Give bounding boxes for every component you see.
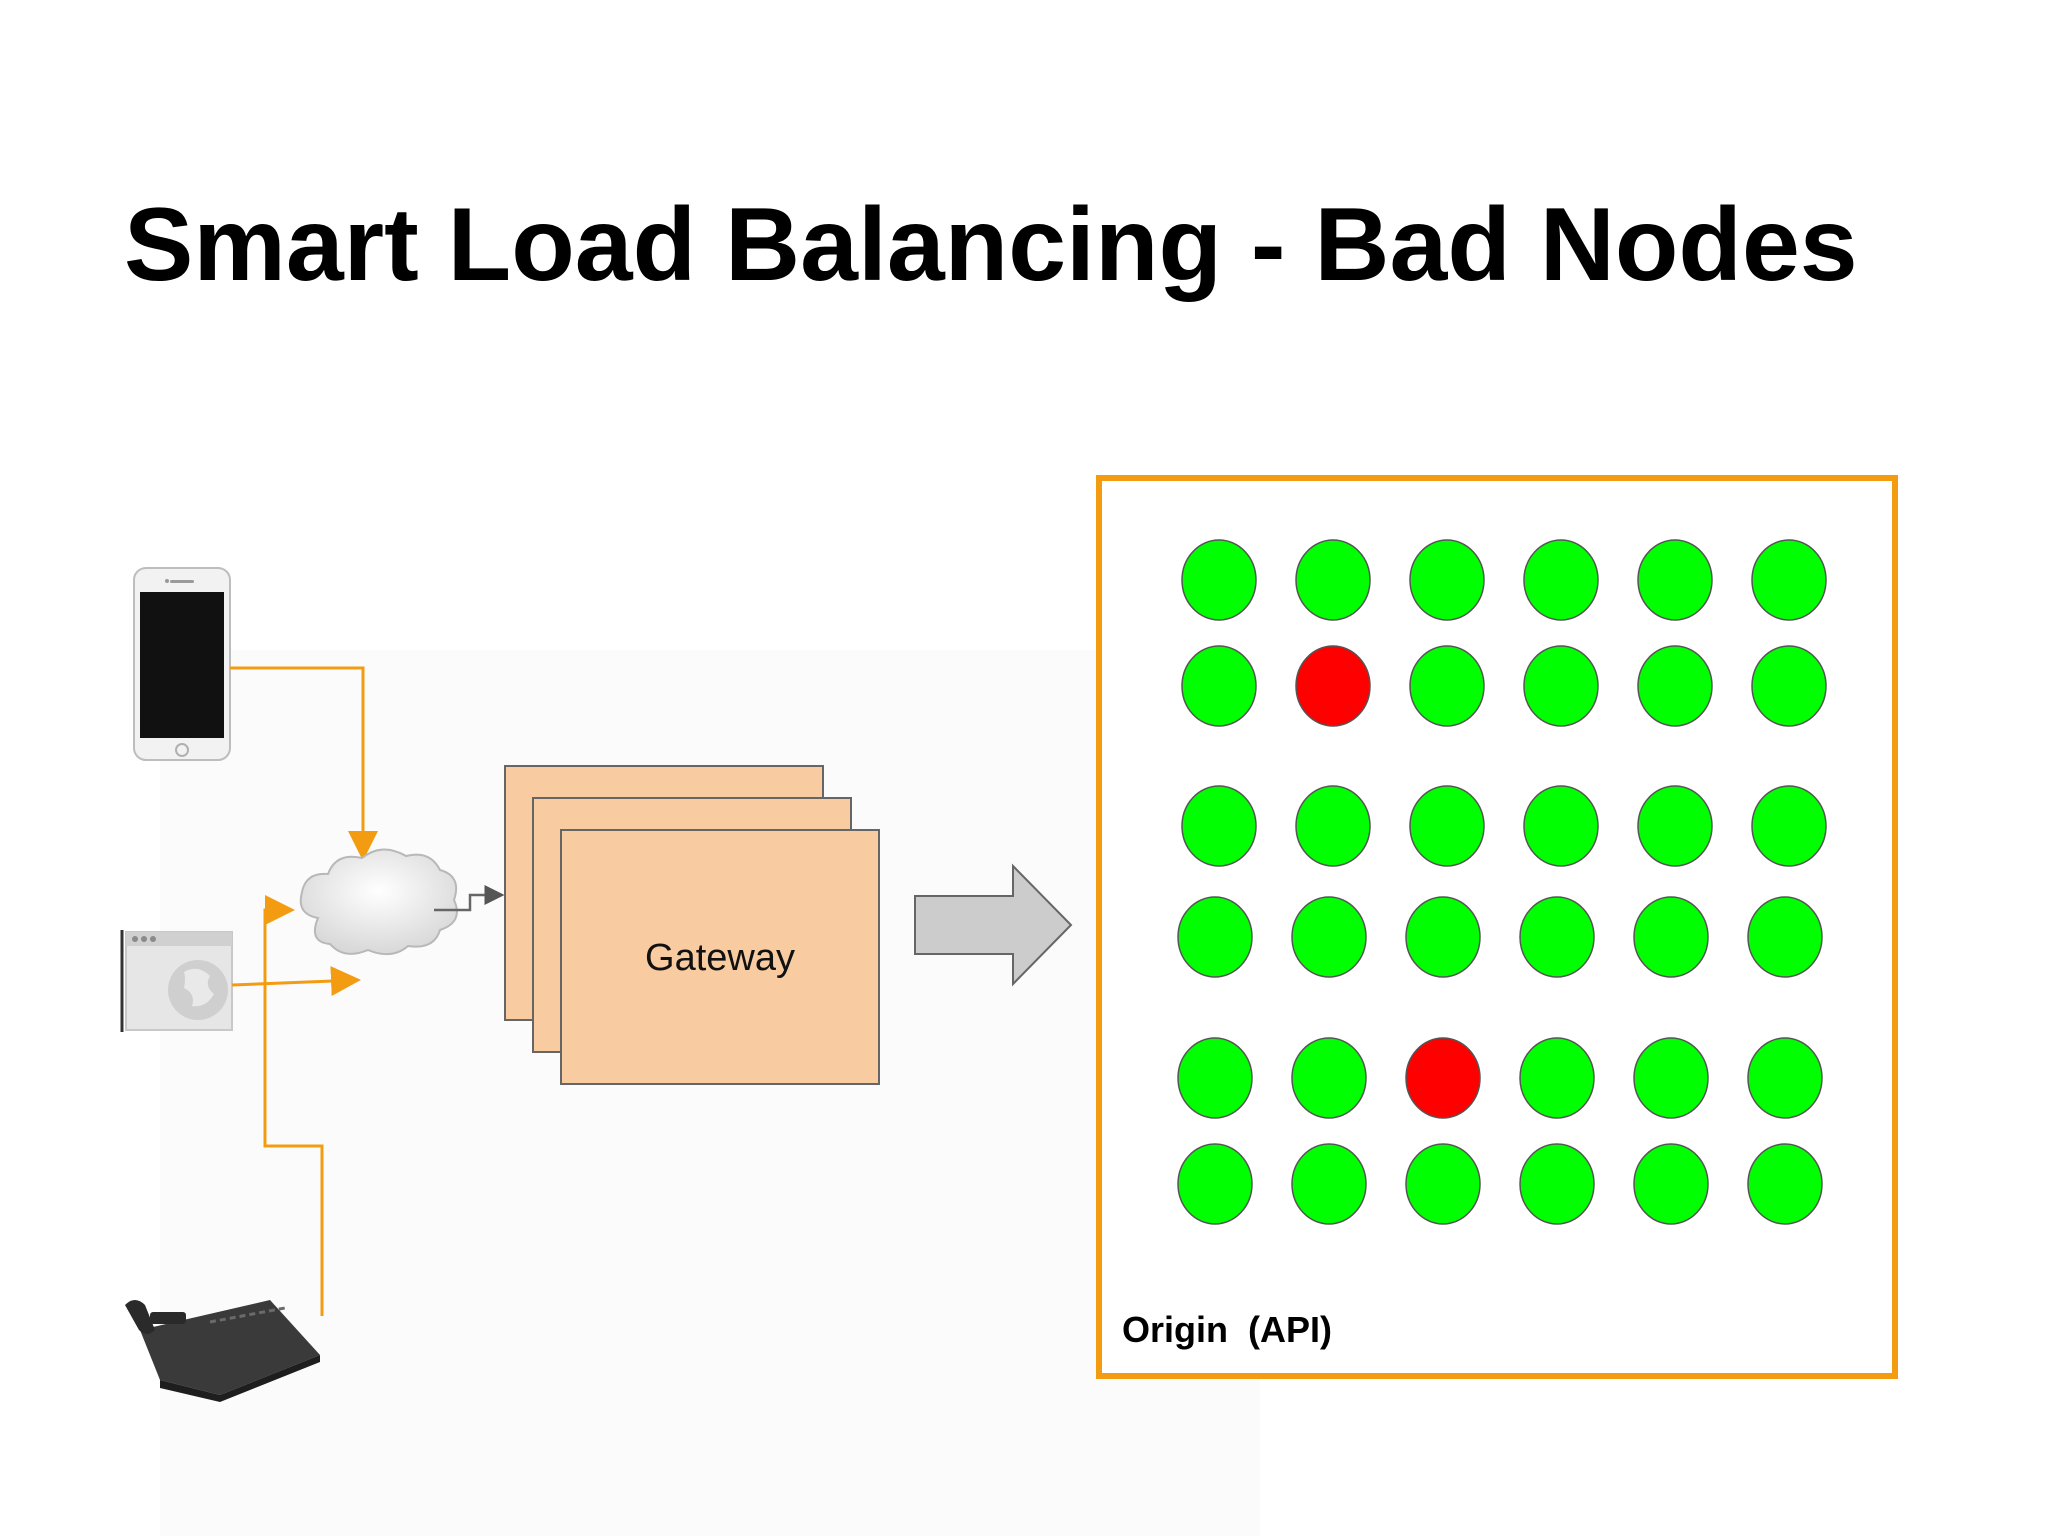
- cloud-to-gateway-connector: [434, 885, 505, 912]
- healthy-node: [1177, 1143, 1253, 1225]
- healthy-node: [1523, 785, 1599, 867]
- healthy-node: [1637, 785, 1713, 867]
- bad-node: [1405, 1037, 1481, 1119]
- browser-icon: [120, 930, 233, 1032]
- healthy-node: [1523, 539, 1599, 621]
- healthy-node: [1181, 539, 1257, 621]
- healthy-node: [1633, 1037, 1709, 1119]
- healthy-node: [1177, 896, 1253, 978]
- healthy-node: [1409, 785, 1485, 867]
- gateway-label: Gateway: [645, 937, 795, 979]
- origin-label: Origin (API): [1122, 1309, 1332, 1350]
- browser-connector: [231, 966, 361, 997]
- healthy-node: [1633, 896, 1709, 978]
- healthy-node: [1747, 1037, 1823, 1119]
- healthy-node: [1291, 1037, 1367, 1119]
- healthy-node: [1751, 645, 1827, 727]
- gateway-stack: Gateway: [504, 765, 880, 1085]
- healthy-node: [1291, 1143, 1367, 1225]
- healthy-node: [1409, 645, 1485, 727]
- phone-connector: [230, 666, 378, 861]
- healthy-node: [1295, 785, 1371, 867]
- healthy-node: [1181, 785, 1257, 867]
- healthy-node: [1405, 896, 1481, 978]
- healthy-node: [1519, 896, 1595, 978]
- slide-title: Smart Load Balancing - Bad Nodes: [124, 187, 1858, 303]
- settop-box-icon: [125, 1300, 320, 1402]
- gateway-box-front: [560, 829, 880, 1085]
- healthy-node: [1295, 539, 1371, 621]
- healthy-node: [1747, 1143, 1823, 1225]
- healthy-node: [1177, 1037, 1253, 1119]
- healthy-node: [1409, 539, 1485, 621]
- healthy-node: [1181, 645, 1257, 727]
- gateway-to-origin-arrow: [914, 863, 1073, 987]
- internet-cloud-icon: [299, 848, 458, 956]
- healthy-node: [1751, 539, 1827, 621]
- settop-connector: [263, 895, 324, 1316]
- healthy-node: [1747, 896, 1823, 978]
- phone-icon: [133, 567, 231, 761]
- healthy-node: [1523, 645, 1599, 727]
- healthy-node: [1291, 896, 1367, 978]
- node-grid: [1177, 539, 1827, 1225]
- healthy-node: [1633, 1143, 1709, 1225]
- healthy-node: [1751, 785, 1827, 867]
- healthy-node: [1637, 539, 1713, 621]
- healthy-node: [1405, 1143, 1481, 1225]
- healthy-node: [1637, 645, 1713, 727]
- healthy-node: [1519, 1143, 1595, 1225]
- bad-node: [1295, 645, 1371, 727]
- healthy-node: [1519, 1037, 1595, 1119]
